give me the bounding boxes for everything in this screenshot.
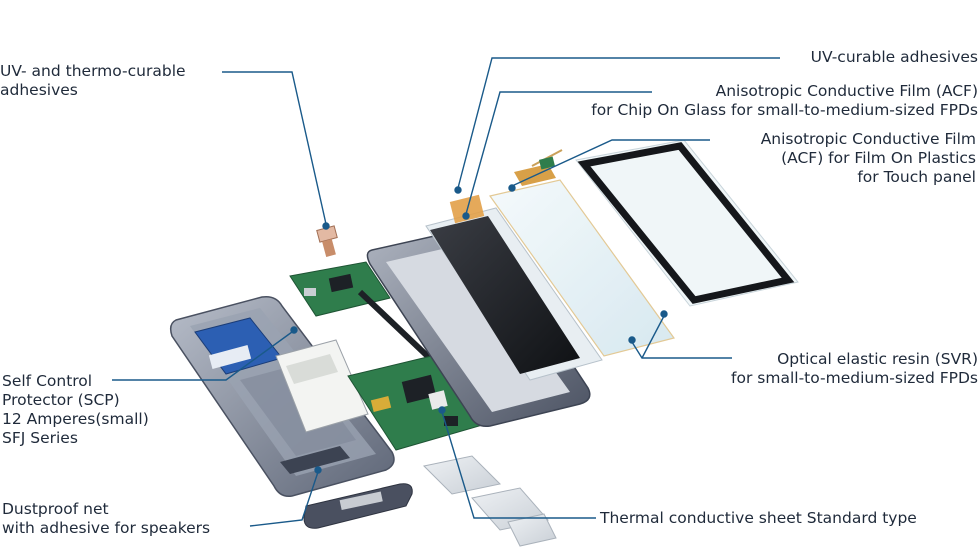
leader-lines (112, 57, 780, 527)
label-acf-fop-line2: (ACF) for Film On Plastics (781, 149, 976, 167)
label-uv-curable-text: UV-curable adhesives (810, 48, 978, 66)
upper-pcb (289, 261, 443, 371)
label-acf-cog-line2: for Chip On Glass for small-to-medium-si… (591, 101, 978, 119)
leader-dot-uv-curable (454, 186, 462, 194)
label-acf-cog: Anisotropic Conductive Film (ACF) for Ch… (591, 82, 978, 120)
label-uv-thermo-line1: UV- and thermo-curable (0, 62, 186, 80)
speaker-dustproof-part (303, 483, 413, 529)
label-scp-line3: 12 Amperes(small) (2, 410, 149, 428)
label-scp-line1: Self Control (2, 372, 93, 390)
leader-uv-thermo (222, 71, 327, 225)
label-scp: Self Control Protector (SCP) 12 Amperes(… (2, 372, 149, 448)
small-flex-connector (316, 225, 338, 258)
label-acf-fop: Anisotropic Conductive Film (ACF) for Fi… (761, 130, 976, 187)
leader-thermal (441, 411, 596, 519)
label-acf-cog-line1: Anisotropic Conductive Film (ACF) (715, 82, 978, 100)
label-dustproof-line2: with adhesive for speakers (2, 519, 211, 537)
leader-scp (112, 331, 293, 381)
label-thermal: Thermal conductive sheet Standard type (600, 509, 917, 528)
leader-uv-curable (457, 57, 780, 189)
label-svr-line2: for small-to-medium-sized FPDs (731, 369, 978, 387)
label-scp-line4: SFJ Series (2, 429, 78, 447)
label-scp-line2: Protector (SCP) (2, 391, 120, 409)
lcd-module (425, 194, 603, 381)
label-dustproof-line1: Dustproof net (2, 500, 109, 518)
label-uv-thermo: UV- and thermo-curable adhesives (0, 62, 186, 100)
leader-acf-fop (511, 139, 710, 187)
label-svr-line1: Optical elastic resin (SVR) (777, 350, 978, 368)
label-acf-fop-line3: for Touch panel (857, 168, 976, 186)
leader-dustproof (249, 471, 319, 527)
label-svr: Optical elastic resin (SVR) for small-to… (731, 350, 978, 388)
scp-module (275, 339, 369, 433)
thermal-sheets (422, 455, 557, 547)
leader-acf-cog (465, 91, 652, 215)
label-thermal-text: Thermal conductive sheet Standard type (600, 509, 917, 527)
label-acf-fop-line1: Anisotropic Conductive Film (760, 130, 976, 148)
cover-glass (575, 139, 799, 307)
label-dustproof: Dustproof net with adhesive for speakers (2, 500, 210, 538)
label-uv-curable: UV-curable adhesives (811, 48, 978, 67)
leader-svr-b (641, 315, 665, 359)
label-uv-thermo-line2: adhesives (0, 81, 78, 99)
